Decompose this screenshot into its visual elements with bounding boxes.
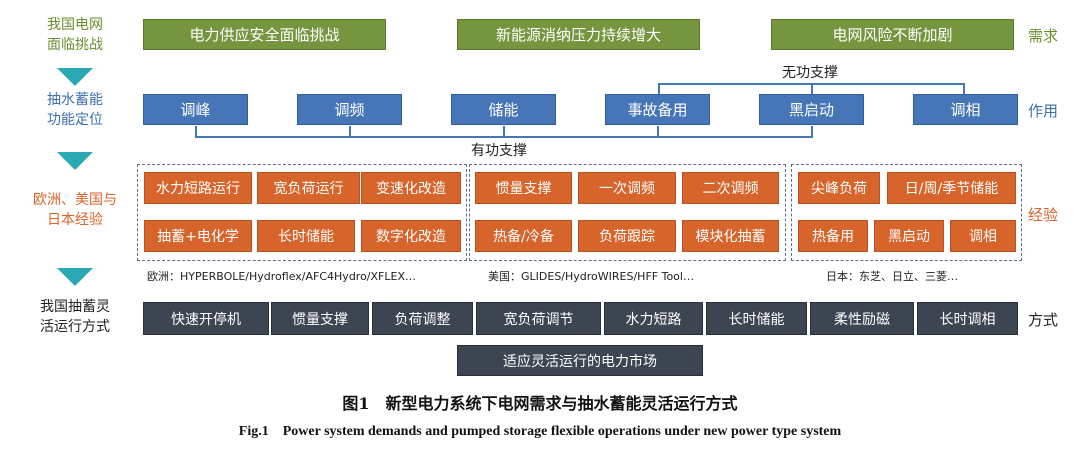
mode-box: 宽负荷调节 [476,302,601,335]
side-label-grid-challenge: 我国电网 面临挑战 [30,15,120,55]
down-arrow-icon [57,152,93,170]
function-box-emergency-reserve: 事故备用 [605,94,710,125]
exp-box: 日/周/季节储能 [887,172,1016,204]
market-box: 适应灵活运行的电力市场 [457,345,703,376]
figure-caption-en: Fig.1 Power system demands and pumped st… [238,424,842,439]
exp-box: 黑启动 [874,220,944,252]
active-bracket-tick [503,126,505,137]
side-label-line-1: 我国抽蓄灵 [40,299,110,315]
exp-box: 抽蓄+电化学 [144,220,252,252]
side-label-function: 抽水蓄能 功能定位 [30,90,120,130]
exp-box: 惯量支撑 [475,172,572,204]
function-box-energy-storage: 储能 [451,94,556,125]
reactive-bracket-tick [963,83,965,94]
reactive-bracket-tick [658,83,660,94]
exp-box: 长时储能 [257,220,355,252]
side-label-line-2: 活运行方式 [40,319,110,335]
mode-box: 水力短路 [604,302,703,335]
right-label-experience: 经验 [1028,206,1059,224]
active-bracket-tick [195,126,197,137]
figure-caption-zh: 图1 新型电力系统下电网需求与抽水蓄能灵活运行方式 [342,394,738,413]
demand-box-grid-risk: 电网风险不断加剧 [771,19,1014,50]
exp-box: 模块化抽蓄 [682,220,779,252]
active-bracket-tick [349,126,351,137]
exp-box: 宽负荷运行 [257,172,360,204]
exp-box: 水力短路运行 [144,172,252,204]
mode-box: 负荷调整 [372,302,473,335]
mode-box: 惯量支撑 [271,302,369,335]
exp-box: 调相 [950,220,1016,252]
mode-box: 长时储能 [706,302,807,335]
exp-box: 负荷跟踪 [578,220,676,252]
demand-box-renewable-absorption: 新能源消纳压力持续增大 [457,19,700,50]
side-label-line-1: 欧洲、美国与 [33,192,117,208]
japan-experience-group [791,164,1022,261]
exp-box: 二次调频 [682,172,779,204]
japan-note: 日本：东芝、日立、三菱… [826,270,958,283]
side-label-line-2: 面临挑战 [47,37,103,53]
exp-box: 尖峰负荷 [798,172,880,204]
function-box-frequency-regulation: 调频 [297,94,402,125]
function-box-peak-shaving: 调峰 [143,94,248,125]
exp-box: 一次调频 [578,172,676,204]
exp-box: 热备用 [798,220,868,252]
function-box-phase-modulation: 调相 [913,94,1018,125]
mode-box: 柔性励磁 [810,302,914,335]
mode-box: 长时调相 [917,302,1018,335]
exp-box: 热备/冷备 [475,220,572,252]
right-label-function: 作用 [1028,102,1059,120]
side-label-operation-mode: 我国抽蓄灵 活运行方式 [25,297,125,337]
europe-experience-group [137,164,467,261]
right-label-demand: 需求 [1028,27,1059,45]
side-label-line-1: 抽水蓄能 [47,92,103,108]
active-support-label: 有功支撑 [467,140,531,160]
down-arrow-icon [57,68,93,86]
active-bracket-line [195,136,813,138]
down-arrow-icon [57,268,93,286]
demand-box-supply-security: 电力供应安全面临挑战 [143,19,386,50]
side-label-line-2: 功能定位 [47,112,103,128]
right-label-mode: 方式 [1028,311,1059,329]
europe-note: 欧洲：HYPERBOLE/Hydroflex/AFC4Hydro/XFLEX… [147,270,416,283]
active-bracket-tick [811,126,813,137]
side-label-line-1: 我国电网 [47,17,103,33]
reactive-support-label: 无功支撑 [778,62,842,82]
reactive-bracket-tick [811,83,813,94]
side-label-line-2: 日本经验 [47,212,103,228]
mode-box: 快速开停机 [143,302,269,335]
exp-box: 数字化改造 [361,220,461,252]
side-label-experience: 欧洲、美国与 日本经验 [20,190,130,230]
exp-box: 变速化改造 [361,172,461,204]
function-box-black-start: 黑启动 [759,94,864,125]
usa-experience-group [469,164,786,261]
active-bracket-tick [657,126,659,137]
usa-note: 美国：GLIDES/HydroWIRES/HFF Tool… [488,270,694,283]
